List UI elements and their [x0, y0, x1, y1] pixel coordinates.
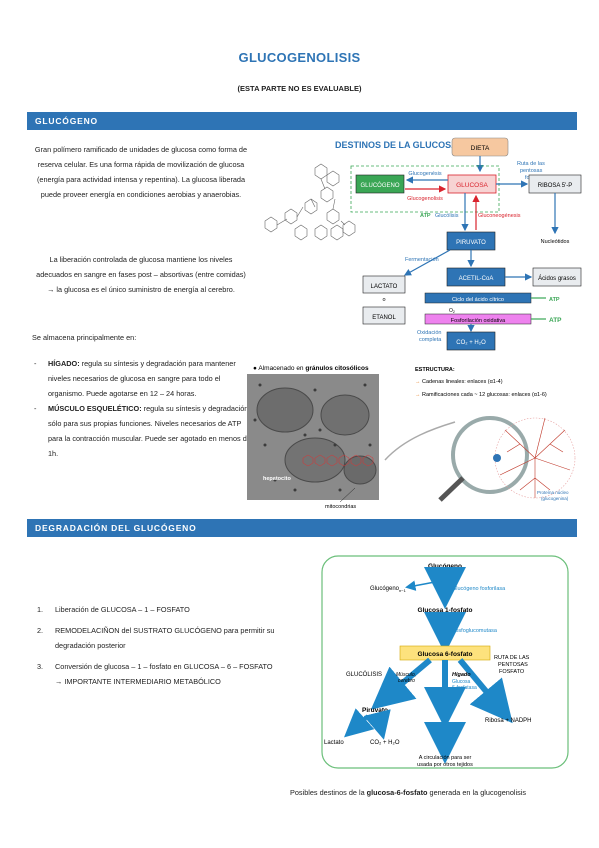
flow-glucolisis: GLUCÓLISIS	[346, 671, 382, 678]
flow-higado: Hígado	[452, 672, 471, 678]
glycogen-molecule-icon	[264, 163, 356, 241]
flow-co2: CO₂ + H₂O	[370, 740, 400, 746]
etanol-label: ETANOL	[372, 315, 396, 321]
glucogenesis-label: Glucogenésis	[408, 171, 442, 177]
o2-label: O2	[449, 308, 455, 314]
proteina-label: Proteína núcleo(glucogenina)	[537, 490, 569, 501]
o-label: o	[382, 297, 385, 303]
degradacion-steps: 1.Liberación de GLUCOSA – 1 – FOSFATO 2.…	[37, 602, 279, 695]
glucogeno-liberacion: La liberación controlada de glucosa mant…	[36, 255, 246, 294]
glucogeno-label: GLUCÓGENO	[360, 182, 399, 189]
list-item: MÚSCULO ESQUELÉTICO: regula su síntesis …	[32, 401, 252, 461]
almacena-list: HÍGADO: regula su síntesis y degradación…	[32, 356, 252, 461]
etanol-box	[362, 306, 406, 325]
flow-glucogeno-n1: Glucógenon−1	[370, 586, 407, 593]
co2-box	[446, 331, 496, 351]
destinos-title: DESTINOS DE LA GLUCOSA	[335, 140, 458, 150]
flow-lactato: Lactato	[324, 740, 344, 746]
flow-glucogeno: Glucógeno	[428, 563, 462, 570]
glucose-chain-icon	[302, 454, 374, 467]
page-title: GLUCOGENOLISIS	[238, 50, 361, 65]
glucogenolisis-label: Glucogenolisis	[407, 196, 443, 202]
glucosa-6-fosfato-diagram: Glucógeno Glucógenon−1 Glucógeno fosfori…	[321, 555, 569, 769]
mitocondrias-label: mitocondrias	[325, 504, 356, 510]
ribosa-label: RIBOSA 5'-P	[538, 183, 573, 189]
fermentacion-label: Fermentación	[405, 257, 439, 263]
flow-glucosa: Glucosa	[432, 726, 458, 733]
page-subtitle: (ESTA PARTE NO ES EVALUABLE)	[237, 84, 362, 93]
glucogeno-estructura-figure: ● Almacenado en gránulos citosólicos hep…	[247, 365, 576, 510]
magnifier-icon	[384, 416, 529, 502]
glucogeno-description: Gran polímero ramificado de unidades de …	[34, 145, 248, 199]
list-item: HÍGADO: regula su síntesis y degradación…	[32, 356, 252, 401]
flow-g1p: Glucosa 1-fosfato	[418, 607, 473, 614]
list-item: 1.Liberación de GLUCOSA – 1 – FOSFATO	[37, 605, 190, 614]
krebs-label: Ciclo del ácido cítrico	[452, 297, 504, 303]
glucogeno-box	[355, 174, 405, 194]
hepatocito-label: hepatocito	[263, 476, 291, 482]
section-heading-degradacion: DEGRADACIÓN DEL GLUCÓGENO	[27, 519, 577, 537]
flow-fosforilasa: Glucógeno fosforilasa	[452, 586, 506, 592]
almacena-intro: Se almacena principalmente en:	[32, 333, 137, 342]
flow-fosfoglucomutasa: Fosfoglucomutasa	[452, 628, 498, 634]
flow-musculo: Músculo,cerebro	[396, 672, 416, 684]
flow-ribosa: Ribosa + NADPH	[485, 718, 532, 724]
piruvato-label: PIRUVATO	[456, 240, 486, 246]
lactato-box	[362, 275, 406, 294]
acetil-label: ACETIL-CoA	[459, 276, 494, 282]
nucleotidos-label: Nucleótidos	[541, 239, 570, 245]
ramificaciones-label: → Ramificaciones cada ~ 12 glucosas: enl…	[415, 392, 547, 398]
almacenado-label: ● Almacenado en gránulos citosólicos	[253, 365, 369, 372]
section-heading-glucogeno: GLUCÓGENO	[27, 112, 577, 130]
list-item: 3.Conversión de glucosa – 1 – fosfato en…	[37, 662, 273, 686]
gluconeogenesis-label: Gluconeogénesis	[478, 213, 521, 219]
co2-label: CO₂ + H₂O	[456, 340, 486, 346]
flow-g6p: Glucosa 6-fosfato	[418, 651, 473, 658]
destinos-glucosa-diagram: DESTINOS DE LA GLUCOSA DIETA GLUCÓGENO G…	[264, 137, 582, 351]
glycogen-tree-icon	[494, 417, 576, 499]
glucolisis-label: Glucólisis	[435, 213, 459, 219]
atp-label-2: ATP	[549, 297, 560, 303]
list-item: 2.REMODELACIÑON del SUSTRATO GLUCÓGENO p…	[37, 626, 275, 650]
cadenas-label: → Cadenas lineales: enlaces (α1-4)	[415, 379, 503, 385]
dieta-label: DIETA	[471, 145, 490, 152]
acidos-box	[532, 267, 582, 287]
atp-label-1: ATP	[420, 213, 431, 219]
flow-caption: Posibles destinos de la glucosa-6-fosfat…	[290, 788, 527, 797]
atp-label-3: ATP	[549, 317, 562, 324]
lactato-label: LACTATO	[371, 284, 398, 290]
fosfo-label: Fosforilación oxidativa	[451, 318, 506, 324]
estructura-label: ESTRUCTURA:	[415, 367, 455, 373]
glucosa-label: GLUCOSA	[456, 182, 488, 189]
acidos-label: Ácidos grasos	[538, 275, 576, 282]
flow-piruvato: Piruvato	[362, 707, 388, 714]
